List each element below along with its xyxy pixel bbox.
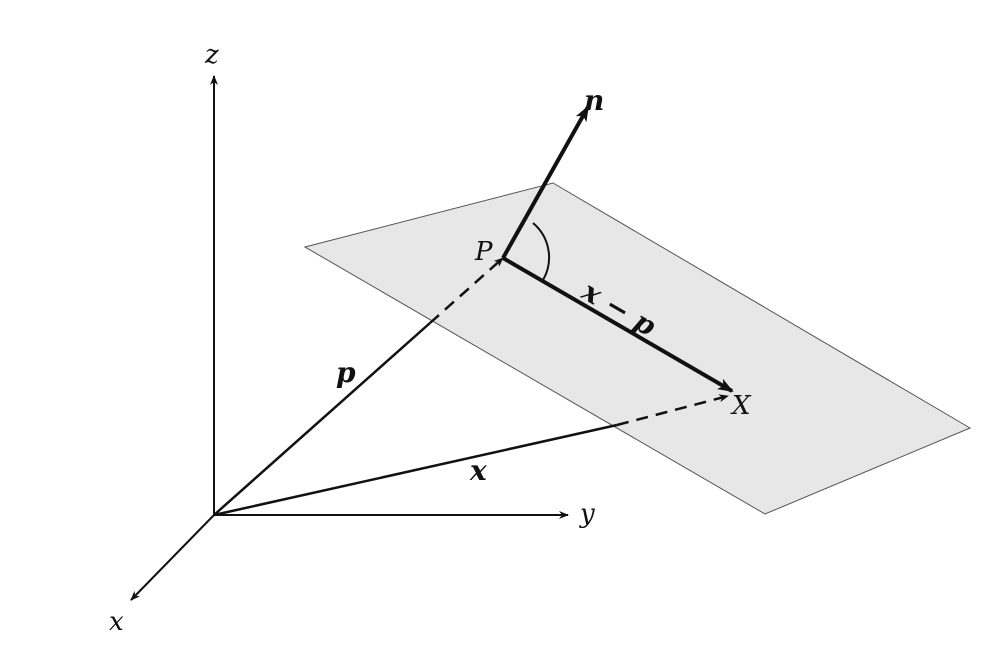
vector-p-dashed [429, 257, 504, 324]
axis-y-label: y [579, 499, 595, 529]
vector-x-minus-p [501, 256, 734, 393]
angle-arc [532, 222, 550, 281]
label-X: X [730, 391, 752, 421]
vector-x-solid [213, 423, 618, 517]
label-p: p [336, 356, 356, 389]
axis-x-label: x [109, 607, 124, 637]
label-P: P [474, 237, 493, 267]
label-x: x [469, 454, 487, 487]
label-n: n [584, 84, 604, 117]
axis-z-label: z [204, 40, 219, 70]
x-axis [130, 514, 215, 601]
vector-p-solid [213, 322, 431, 516]
plane [303, 182, 972, 515]
normal-vector-n [501, 105, 590, 259]
